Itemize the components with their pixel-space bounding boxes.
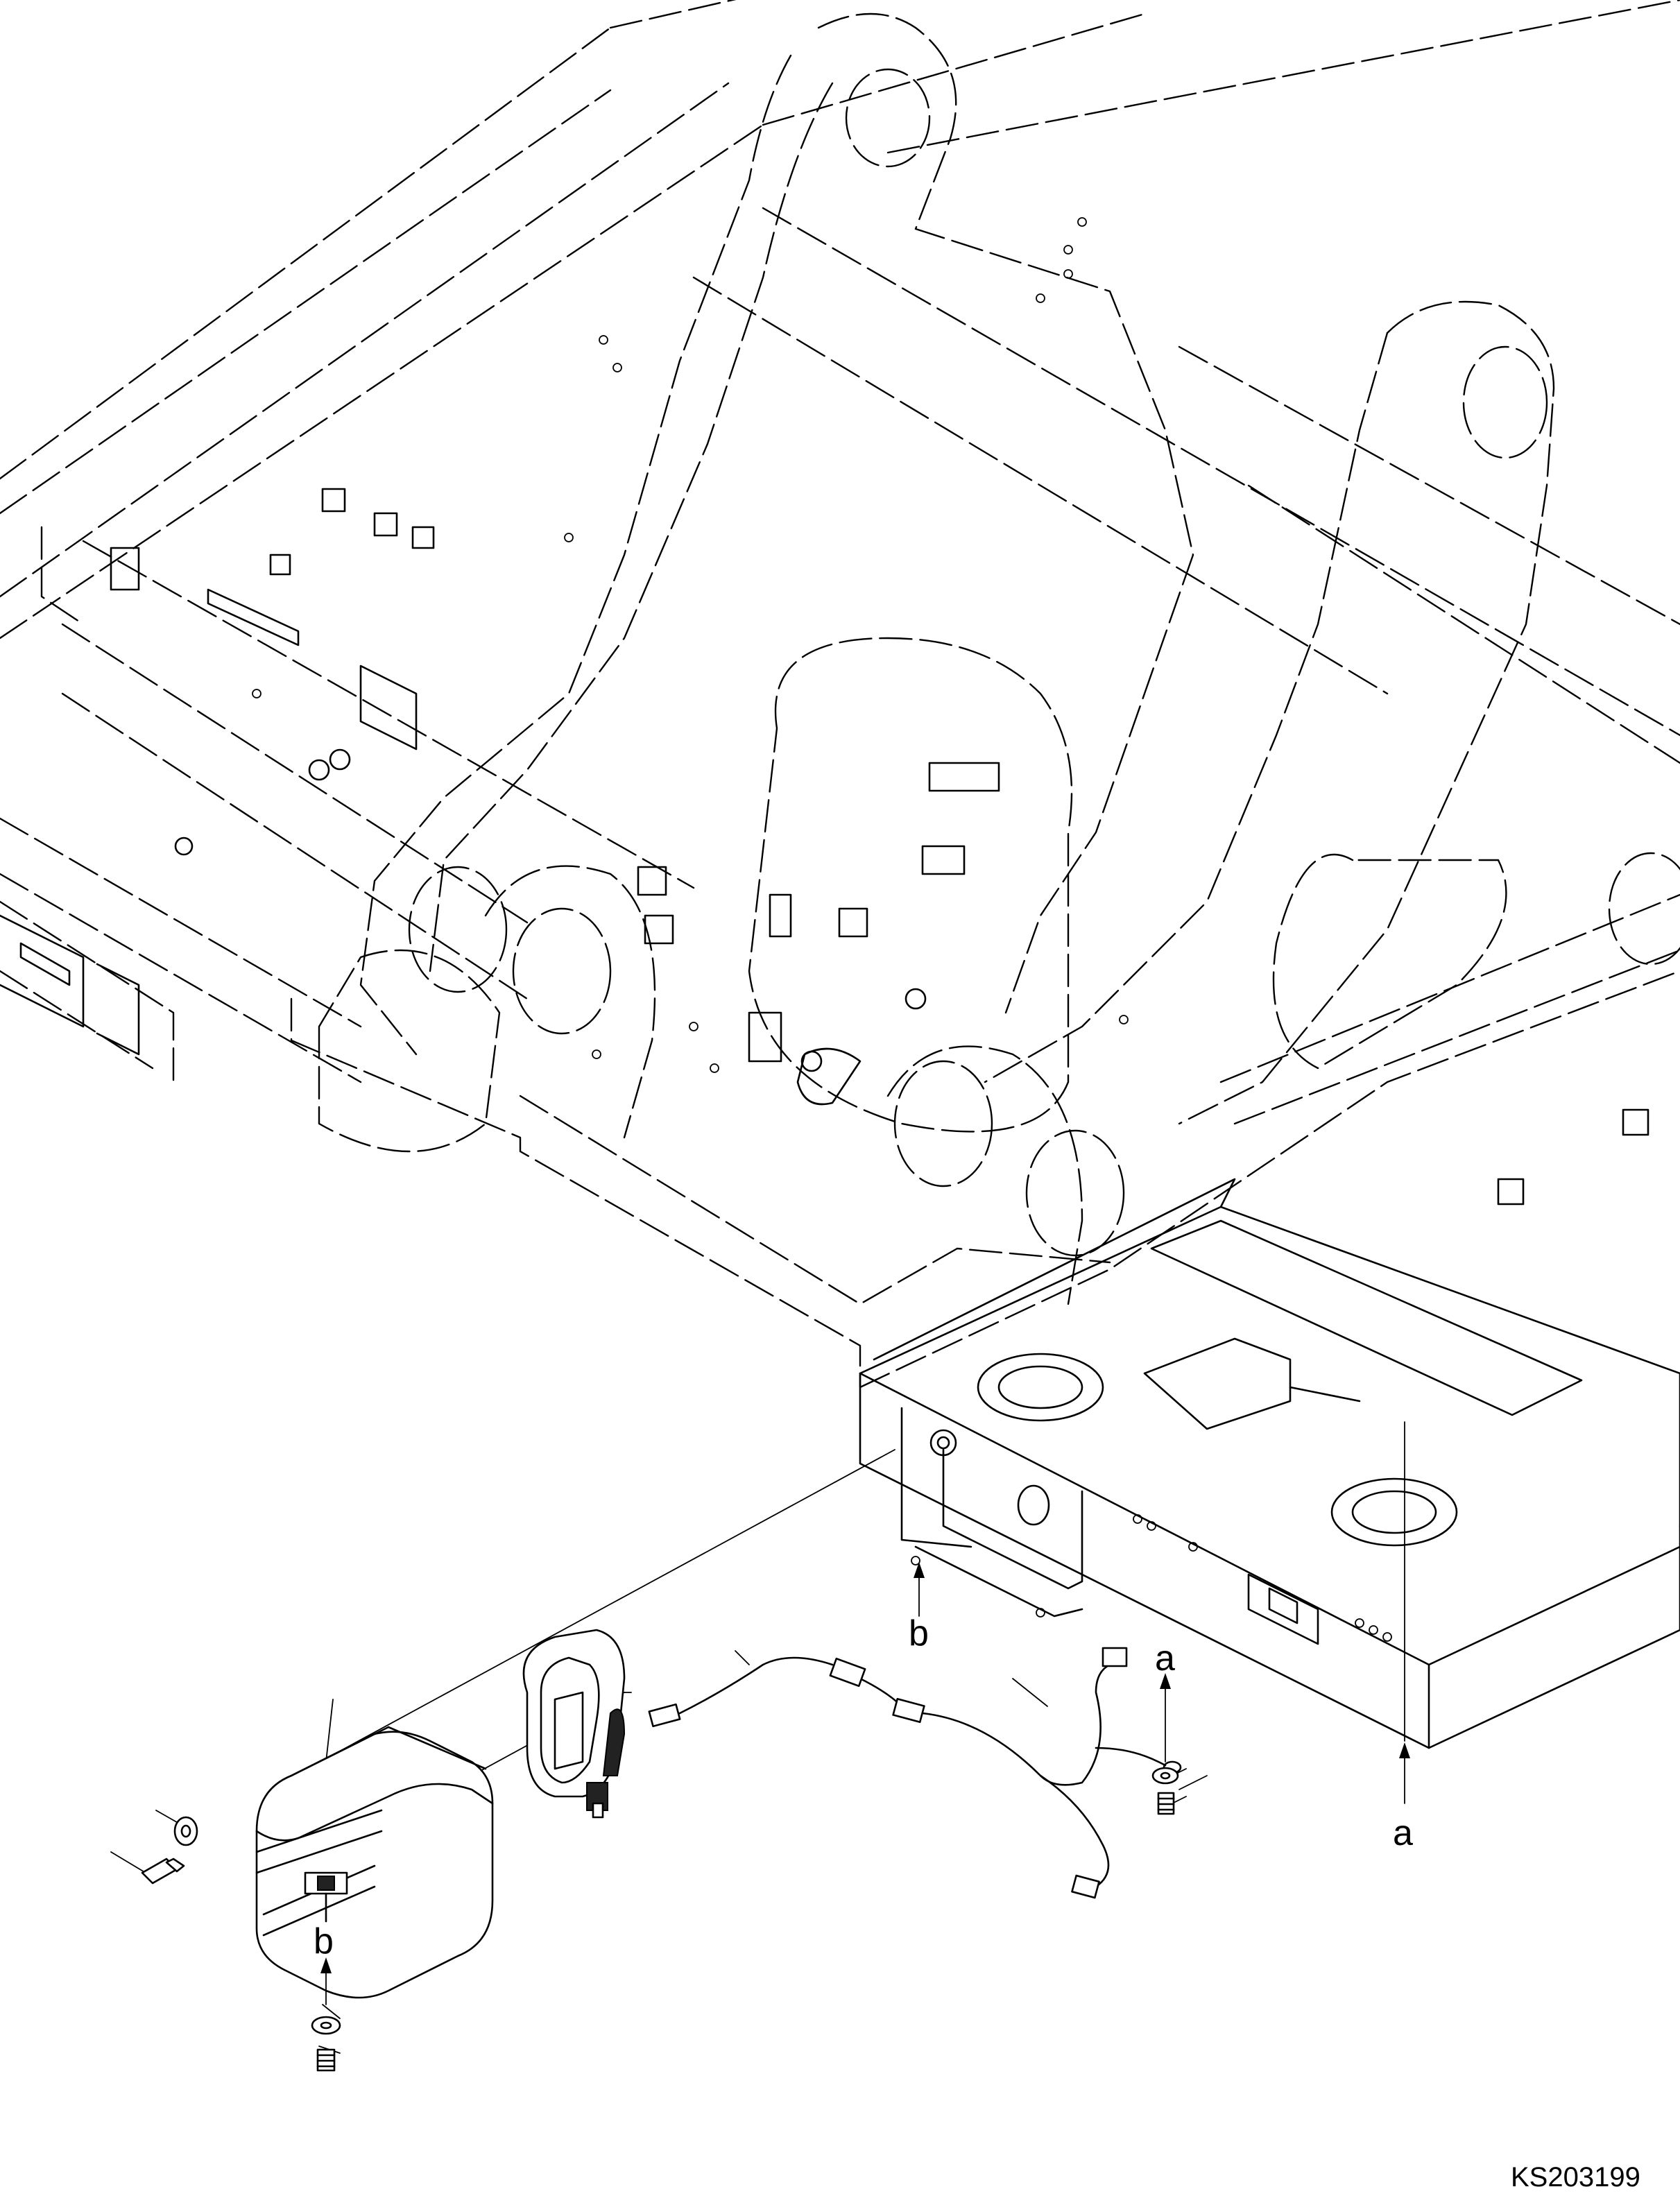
fasteners <box>141 1767 1179 2072</box>
drawing-code: KS203199 <box>1511 2162 1640 2193</box>
label-a-upper: a <box>1155 1638 1175 1679</box>
work-lamp <box>522 1629 626 1819</box>
wiring-harness <box>648 1647 1182 1899</box>
label-a-right: a <box>1393 1813 1413 1853</box>
label-b-upper: b <box>909 1613 929 1654</box>
reference-arrows <box>320 1421 1410 2005</box>
machine-frame <box>0 0 1680 1389</box>
label-b-lower: b <box>314 1921 334 1962</box>
rear-frame-member <box>859 1178 1680 1749</box>
lamp-guard-box <box>255 1726 494 1999</box>
